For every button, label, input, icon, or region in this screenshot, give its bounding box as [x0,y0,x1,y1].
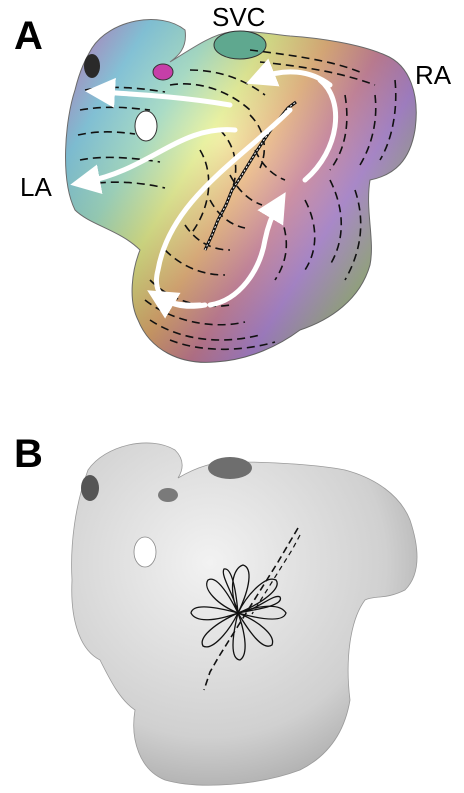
label-svc: SVC [212,2,265,33]
svc-opening [214,31,266,59]
vein-opening-1 [153,64,173,80]
panel-b-letter: B [14,432,43,477]
panel-b-heart-model [72,443,417,785]
b-vein-opening-2 [158,488,178,502]
vein-opening-2 [135,111,157,141]
vein-opening-3 [84,54,100,78]
label-ra: RA [415,60,451,91]
b-vein-opening-4 [81,475,99,501]
panel-a-heart-model [66,20,417,363]
panel-a-letter: A [14,14,43,59]
b-vein-opening-1 [208,457,252,479]
label-la: LA [20,172,52,203]
b-vein-opening-3 [134,537,156,567]
